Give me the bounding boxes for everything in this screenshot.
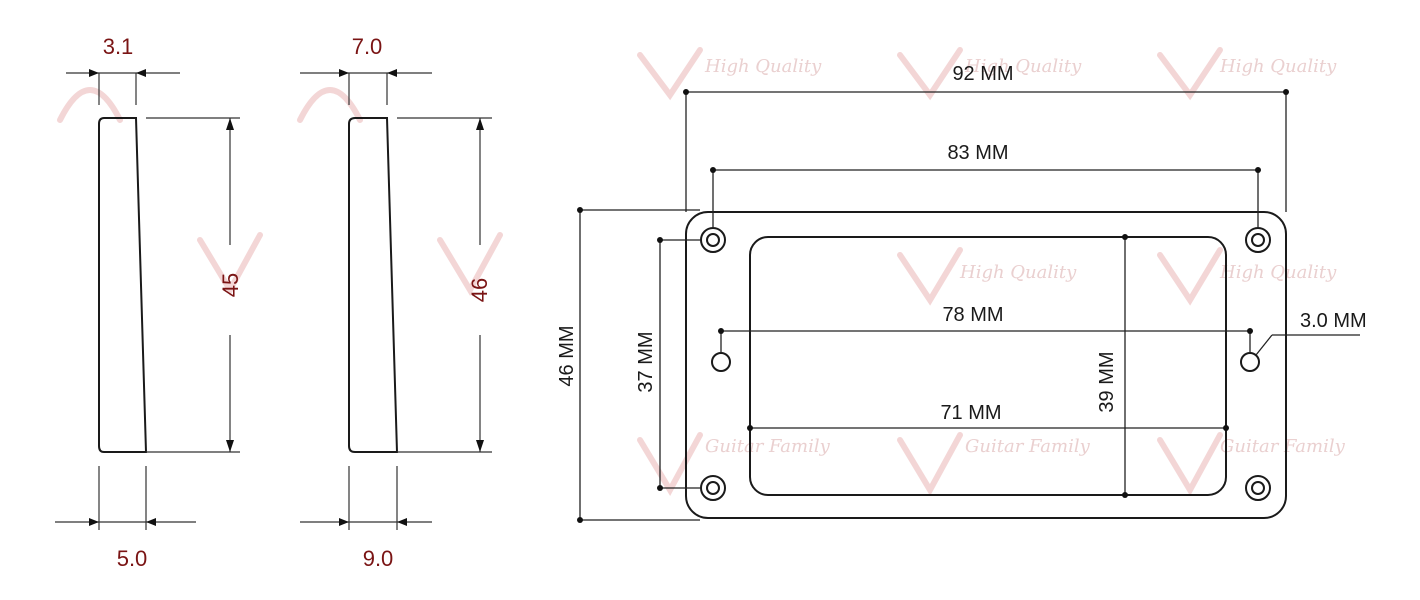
pickup-screw-hole [1240, 352, 1260, 372]
watermark-logo [897, 47, 963, 101]
pickup-screw-hole [711, 352, 731, 372]
spacer-left-bottom-width: 5.0 [117, 546, 148, 571]
watermark-logo [637, 47, 703, 101]
leader-line [1255, 334, 1273, 356]
watermark-text: High Quality [959, 262, 1077, 283]
arrow-head [387, 69, 397, 77]
mount-hole-vertical: 37 MM [635, 331, 657, 392]
watermark-logo [1157, 47, 1223, 101]
arrow-head [226, 118, 234, 130]
watermark-text: Guitar Family [705, 436, 831, 457]
spacer-right-height: 46 [467, 278, 492, 302]
arrow-head [476, 440, 484, 452]
arrow-head [339, 518, 349, 526]
watermark-text: Guitar Family [965, 436, 1091, 457]
ring-inner-opening [749, 236, 1227, 496]
arrow-head [226, 440, 234, 452]
watermark-text: High Quality [704, 56, 822, 77]
watermark-text: High Quality [964, 56, 1082, 77]
mount-hole [1245, 475, 1271, 501]
pickup-ring: 92 MM 83 MM 78 MM 3.0 MM 71 MM 46 MM [556, 63, 1367, 523]
ring-outer-outline [685, 211, 1287, 519]
mount-hole [700, 227, 726, 253]
watermark-logo [297, 87, 363, 123]
spacer-left-outline [98, 117, 148, 453]
arrow-head [89, 69, 99, 77]
watermark-logo [897, 247, 963, 306]
spacer-right-top-width: 7.0 [352, 34, 383, 59]
spacer-right-outline [348, 117, 399, 453]
arrow-head [89, 518, 99, 526]
watermark-logo [57, 87, 123, 123]
inner-hole-diameter: 3.0 MM [1300, 310, 1367, 332]
spacer-left-top-width: 3.1 [103, 34, 134, 59]
spacer-right: 7.0 46 9.0 [300, 34, 492, 571]
watermark-layer: High Quality High Quality High Quality H… [57, 47, 1346, 497]
spacer-left-height: 45 [218, 273, 243, 297]
mount-hole [1245, 227, 1271, 253]
watermark-text: High Quality [1219, 262, 1337, 283]
watermark-logo [637, 432, 703, 497]
inner-hole-spacing: 78 MM [942, 304, 1003, 326]
watermark-logo [1157, 247, 1223, 306]
arrow-head [476, 118, 484, 130]
mount-hole-spacing: 83 MM [947, 142, 1008, 164]
mount-hole [700, 475, 726, 501]
ring-overall-height: 46 MM [556, 325, 578, 386]
ring-overall-width: 92 MM [952, 63, 1013, 85]
arrow-head [339, 69, 349, 77]
watermark-logo [1157, 432, 1223, 497]
opening-height: 39 MM [1096, 351, 1118, 412]
spacer-left: 3.1 45 5.0 [55, 34, 243, 571]
arrow-head [146, 518, 156, 526]
arrow-head [397, 518, 407, 526]
watermark-logo [437, 232, 503, 297]
watermark-logo [197, 232, 263, 297]
watermark-logo [897, 432, 963, 497]
watermark-text: High Quality [1219, 56, 1337, 77]
opening-width: 71 MM [940, 402, 1001, 424]
arrow-head [136, 69, 146, 77]
watermark-text: Guitar Family [1220, 436, 1346, 457]
spacer-right-bottom-width: 9.0 [363, 546, 394, 571]
